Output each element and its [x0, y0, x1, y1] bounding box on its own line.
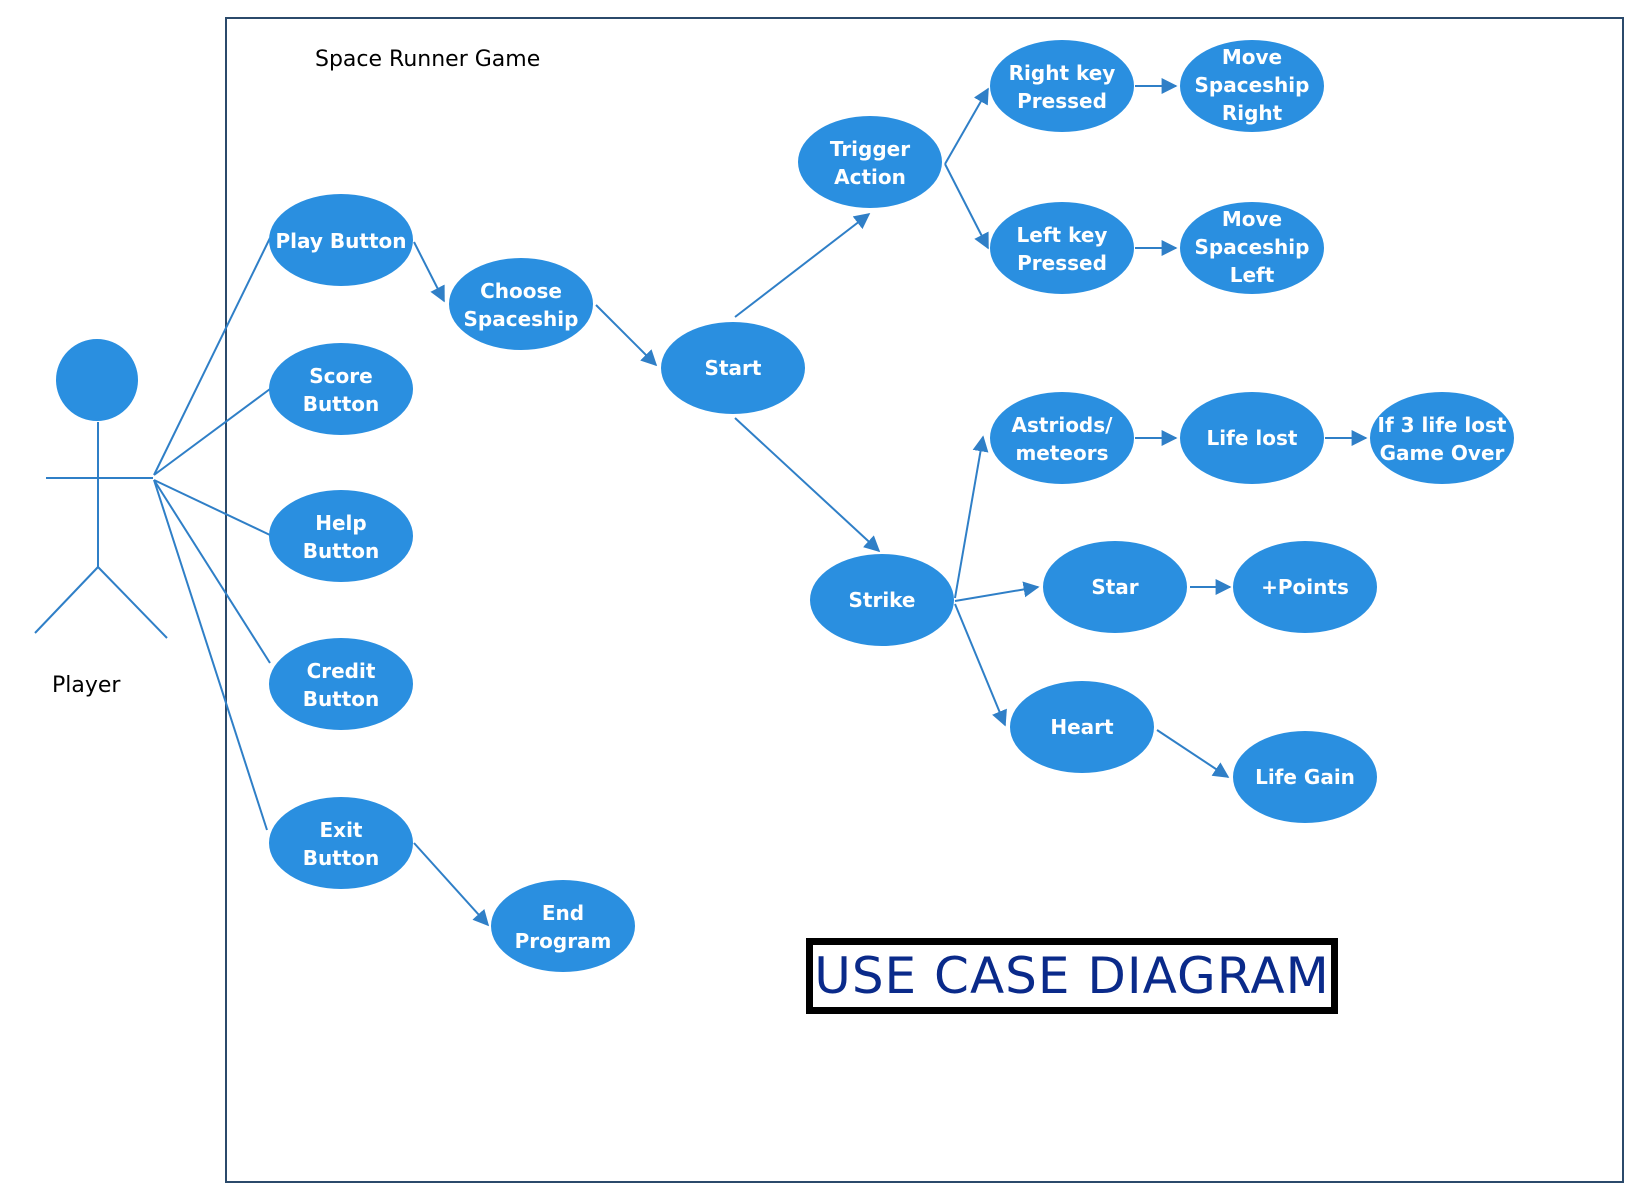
arrow-strike-star: [954, 581, 1040, 602]
use-case-label: Right key: [1009, 61, 1116, 85]
arrow-strike-asteroids: [954, 435, 989, 599]
use-case-move-right[interactable]: Move Spaceship Right: [1180, 40, 1324, 132]
use-case-label: Move: [1222, 45, 1282, 69]
use-case-label: Action: [834, 165, 906, 189]
system-title: Space Runner Game: [315, 47, 540, 72]
actor-label: Player: [52, 673, 121, 698]
use-case-label: Life lost: [1207, 426, 1298, 450]
system-boundary: [225, 17, 1624, 1183]
diagram-caption: USE CASE DIAGRAM: [814, 947, 1330, 1005]
actor-left-leg: [34, 566, 99, 634]
actor-head: [56, 339, 138, 421]
use-case-label: Right: [1222, 101, 1283, 125]
use-case-label: Play Button: [276, 229, 407, 253]
use-case-right-key[interactable]: Right key Pressed: [990, 40, 1134, 132]
flow-arrows: [413, 78, 1368, 927]
use-case-life-lost[interactable]: Life lost: [1180, 392, 1324, 484]
use-case-label: Start: [705, 356, 762, 380]
use-case-label: Trigger: [830, 137, 910, 161]
use-case-help-button[interactable]: Help Button: [269, 490, 413, 582]
use-case-label: Pressed: [1017, 89, 1107, 113]
use-case-label: meteors: [1015, 441, 1108, 465]
use-case-label: Life Gain: [1255, 765, 1355, 789]
use-case-label: Star: [1091, 575, 1138, 599]
use-case-trigger-action[interactable]: Trigger Action: [798, 116, 942, 208]
use-case-label: End: [542, 901, 584, 925]
use-case-end-program[interactable]: End Program: [491, 880, 635, 972]
use-case-label: Game Over: [1380, 441, 1505, 465]
use-case-label: Pressed: [1017, 251, 1107, 275]
assoc-score: [153, 388, 271, 476]
use-case-play-button[interactable]: Play Button: [269, 194, 413, 286]
arrow-trigger-left: [944, 163, 989, 250]
use-case-strike[interactable]: Strike: [810, 554, 954, 646]
diagram-caption-box: USE CASE DIAGRAM: [806, 938, 1338, 1014]
use-case-left-key[interactable]: Left key Pressed: [990, 202, 1134, 294]
arrow-strike-heart: [954, 603, 1007, 727]
actor-right-leg: [97, 566, 168, 639]
use-case-score-button[interactable]: Score Button: [269, 343, 413, 435]
use-case-choose-spaceship[interactable]: Choose Spaceship: [449, 258, 593, 350]
use-case-life-gain[interactable]: Life Gain: [1233, 731, 1377, 823]
use-case-heart[interactable]: Heart: [1010, 681, 1154, 773]
use-case-asteroids[interactable]: Astriods/ meteors: [990, 392, 1134, 484]
use-case-label: Left: [1230, 263, 1275, 287]
use-case-label: Left key: [1017, 223, 1108, 247]
use-case-label: Help: [315, 511, 366, 535]
use-case-label: Spaceship: [1195, 73, 1310, 97]
use-case-label: Score: [309, 364, 372, 388]
use-case-move-left[interactable]: Move Spaceship Left: [1180, 202, 1324, 294]
use-case-label: Button: [303, 539, 380, 563]
actor-associations: [153, 237, 271, 831]
use-case-label: Credit: [307, 659, 376, 683]
use-case-label: If 3 life lost: [1378, 413, 1507, 437]
use-case-label: Button: [303, 687, 380, 711]
player-actor: [34, 339, 168, 639]
use-case-label: Heart: [1050, 715, 1114, 739]
use-case-label: Program: [515, 929, 612, 953]
use-case-label: Move: [1222, 207, 1282, 231]
arrow-play-choose: [413, 241, 445, 303]
assoc-exit: [153, 479, 268, 831]
assoc-help: [153, 479, 271, 536]
use-case-label: Exit: [320, 818, 363, 842]
use-case-label: Astriods/: [1012, 413, 1114, 437]
use-case-star[interactable]: Star: [1043, 541, 1187, 633]
arrow-choose-start: [595, 304, 658, 367]
use-case-exit-button[interactable]: Exit Button: [269, 797, 413, 889]
arrow-start-strike: [734, 417, 881, 553]
arrow-exit-end: [413, 842, 490, 927]
assoc-credit: [153, 479, 271, 664]
use-case-start[interactable]: Start: [661, 322, 805, 414]
use-case-credit-button[interactable]: Credit Button: [269, 638, 413, 730]
use-case-label: +Points: [1261, 575, 1349, 599]
assoc-play: [153, 237, 271, 476]
arrow-heart-lifegain: [1156, 729, 1230, 778]
arrow-start-trigger: [734, 213, 871, 318]
use-case-label: Button: [303, 846, 380, 870]
use-case-label: Choose: [480, 279, 562, 303]
use-cases: Play Button Score Button Help Button Cre…: [269, 40, 1514, 972]
use-case-label: Button: [303, 392, 380, 416]
use-case-label: Spaceship: [464, 307, 579, 331]
use-case-label: Strike: [848, 588, 915, 612]
use-case-label: Spaceship: [1195, 235, 1310, 259]
use-case-game-over[interactable]: If 3 life lost Game Over: [1370, 392, 1514, 484]
arrow-trigger-right: [944, 87, 989, 165]
use-case-points[interactable]: +Points: [1233, 541, 1377, 633]
